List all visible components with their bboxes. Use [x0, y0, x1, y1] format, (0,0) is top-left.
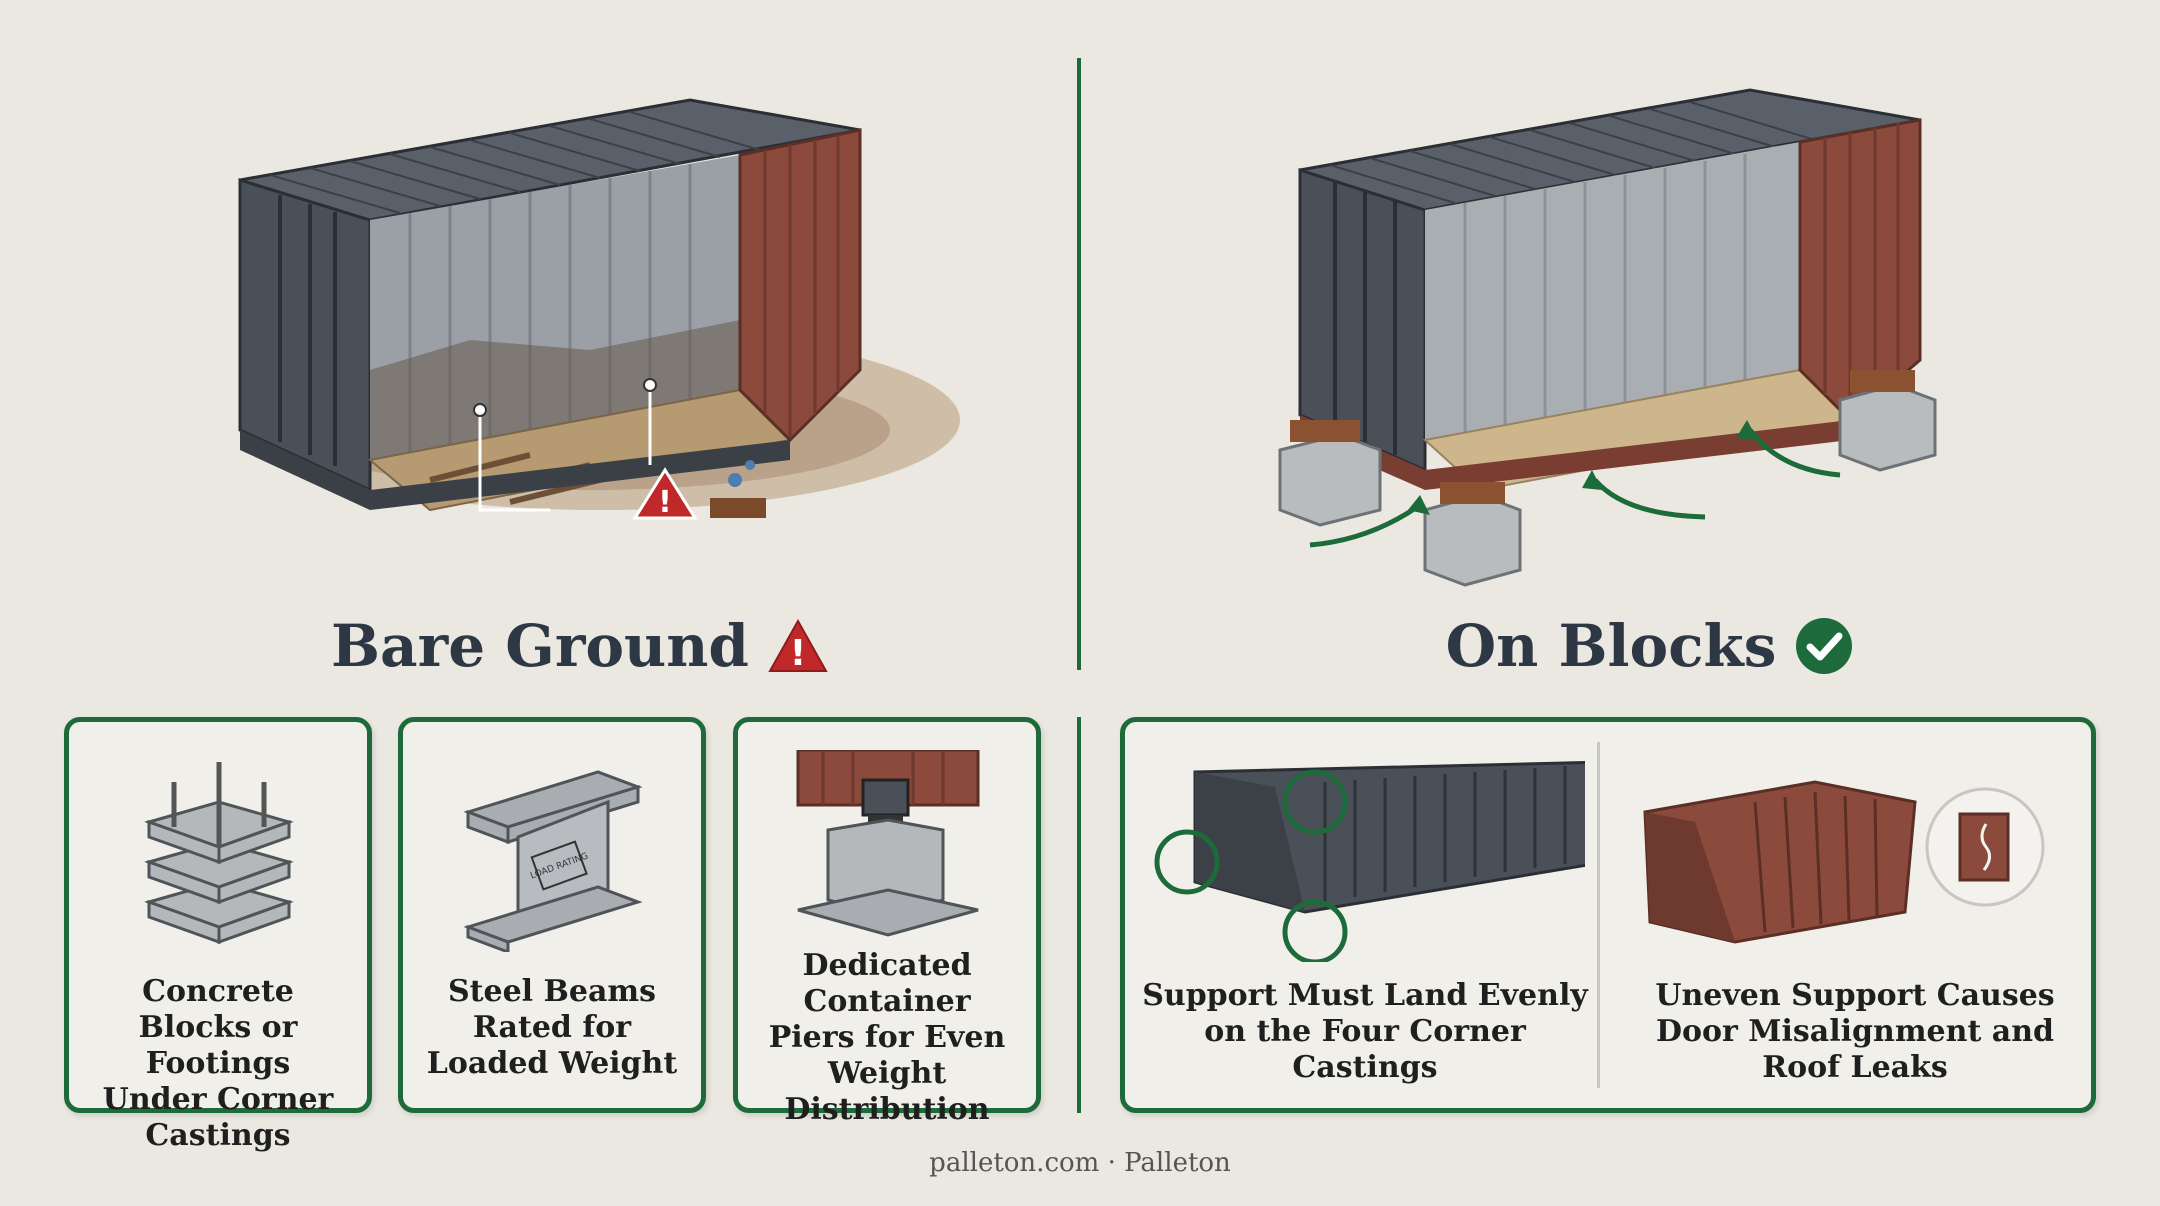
support-inner-divider [1597, 742, 1600, 1088]
center-divider-bottom [1077, 717, 1081, 1113]
warning-icon: ! [768, 618, 828, 674]
support-uneven-label: Uneven Support Causes Door Misalignment … [1655, 978, 2055, 1085]
card-concrete-blocks-label: Concrete Blocks or Footings Under Corner… [102, 974, 334, 1153]
container-corner-castings-icon [1154, 760, 1585, 962]
bare-ground-heading: Bare Ground ! [300, 606, 860, 686]
support-panel: Support Must Land Evenly on the Four Cor… [1120, 717, 2096, 1113]
card-steel-beams-label: Steel Beams Rated for Loaded Weight [426, 974, 678, 1081]
on-blocks-title: On Blocks [1445, 612, 1777, 680]
card-concrete-blocks: Concrete Blocks or Footings Under Corner… [64, 717, 372, 1153]
card-steel-beams: LOAD RATING Steel Beams Rated for Loaded… [398, 717, 706, 1113]
misaligned-door-icon [1925, 787, 2045, 907]
warped-container-icon [1643, 780, 1917, 944]
concrete-block-stack-icon [144, 762, 294, 945]
on-blocks-container-illustration [1278, 88, 1937, 587]
card-container-piers-label: Dedicated Container Piers for Even Weigh… [768, 948, 1006, 1127]
support-even-castings-label: Support Must Land Evenly on the Four Cor… [1142, 978, 1588, 1085]
card-container-piers: Dedicated Container Piers for Even Weigh… [733, 717, 1041, 1127]
warning-icon [632, 467, 698, 520]
svg-text:!: ! [658, 485, 672, 520]
svg-text:!: ! [790, 633, 806, 674]
bare-ground-container-illustration: ! [238, 98, 960, 520]
steel-i-beam-icon: LOAD RATING [463, 770, 643, 952]
container-pier-icon [796, 750, 980, 937]
bare-ground-title: Bare Ground [331, 612, 749, 680]
on-blocks-heading: On Blocks [1400, 606, 1900, 686]
footer-credit[interactable]: palleton.com · Palleton [929, 1148, 1231, 1178]
center-divider-top [1077, 58, 1081, 670]
check-icon [1796, 618, 1853, 674]
